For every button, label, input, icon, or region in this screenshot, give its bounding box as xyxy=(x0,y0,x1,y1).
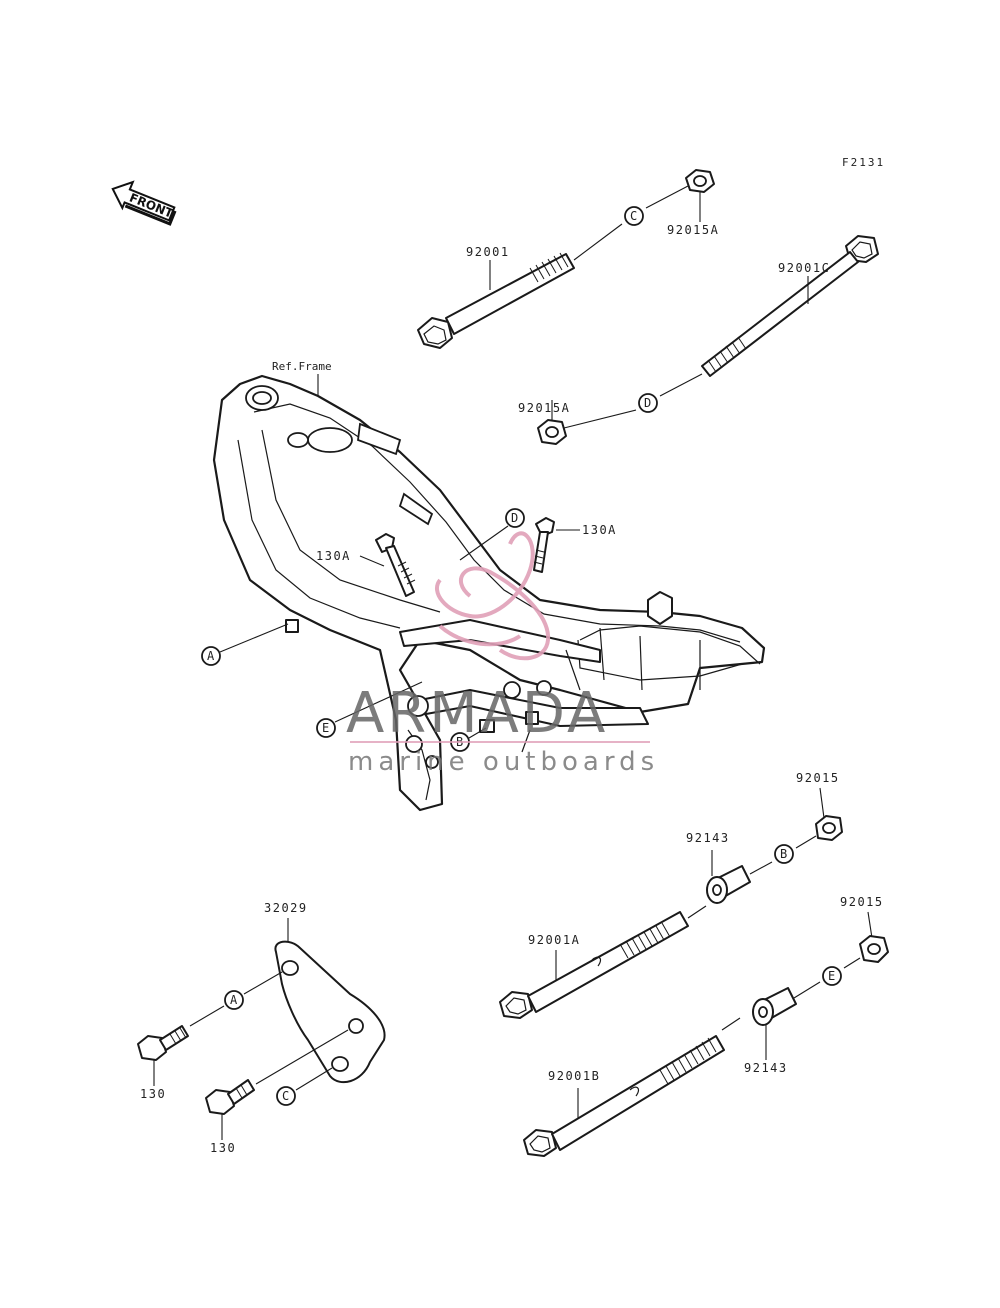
label-92001A: 92001A xyxy=(528,933,580,947)
label-92015-lower: 92015 xyxy=(840,895,884,909)
watermark-tagline: marine outboards xyxy=(348,747,659,777)
bolt-130A-left[interactable] xyxy=(375,533,416,597)
bolt-92001C[interactable] xyxy=(701,235,879,377)
svg-text:C: C xyxy=(282,1089,291,1103)
label-92143-lower: 92143 xyxy=(744,1061,788,1075)
watermark: ARMADA marine outboards xyxy=(346,531,659,777)
bolt-130A-right[interactable] xyxy=(533,517,555,573)
nut-92015-upper[interactable] xyxy=(815,815,843,841)
callout-c-top xyxy=(624,206,644,226)
label-92001: 92001 xyxy=(466,245,510,259)
callout-c-bracket xyxy=(276,1086,296,1106)
collar-92143-lower[interactable] xyxy=(752,987,797,1026)
nut-92015A-mid[interactable] xyxy=(537,419,567,445)
callout-e-frame xyxy=(316,718,336,738)
bolt-92001A[interactable] xyxy=(499,911,689,1019)
svg-text:B: B xyxy=(780,847,789,861)
label-130A-right: 130A xyxy=(582,523,617,537)
svg-text:D: D xyxy=(511,511,520,525)
callout-a-bracket xyxy=(224,990,244,1010)
bolt-130-lower[interactable] xyxy=(205,1079,255,1115)
label-ref-frame: Ref.Frame xyxy=(272,360,332,373)
front-arrow-icon: FRONT xyxy=(111,180,177,226)
label-130A-left: 130A xyxy=(316,549,351,563)
callout-d-top xyxy=(638,393,658,413)
figure-code: F2131 xyxy=(842,156,885,169)
nut-92015-lower[interactable] xyxy=(859,935,889,963)
label-92001C: 92001C xyxy=(778,261,830,275)
watermark-brand: ARMADA xyxy=(346,681,608,746)
svg-text:A: A xyxy=(230,993,239,1007)
svg-text:D: D xyxy=(644,396,653,410)
label-130-upper: 130 xyxy=(140,1087,166,1101)
label-130-lower: 130 xyxy=(210,1141,236,1155)
svg-text:A: A xyxy=(207,649,216,663)
watermark-logo-icon xyxy=(435,531,551,661)
bolt-92001[interactable] xyxy=(417,252,575,349)
callout-b-right xyxy=(774,844,794,864)
callout-a-frame xyxy=(201,646,221,666)
bolt-92001B[interactable] xyxy=(523,1035,725,1157)
svg-text:C: C xyxy=(630,209,639,223)
label-92001B: 92001B xyxy=(548,1069,600,1083)
motorcycle-frame: Ref.Frame xyxy=(212,360,766,812)
label-92015A-top: 92015A xyxy=(667,223,719,237)
label-92015A-mid: 92015A xyxy=(518,401,570,415)
nut-92015A-top[interactable] xyxy=(685,169,715,193)
svg-text:E: E xyxy=(322,721,331,735)
label-32029: 32029 xyxy=(264,901,308,915)
svg-text:E: E xyxy=(828,969,837,983)
callout-d-frame xyxy=(505,508,525,528)
collar-92143-upper[interactable] xyxy=(706,865,751,904)
bracket-32029[interactable] xyxy=(274,940,386,1084)
callout-e-right xyxy=(822,966,842,986)
label-92143-upper: 92143 xyxy=(686,831,730,845)
bolt-130-upper[interactable] xyxy=(137,1025,189,1061)
label-92015-upper: 92015 xyxy=(796,771,840,785)
